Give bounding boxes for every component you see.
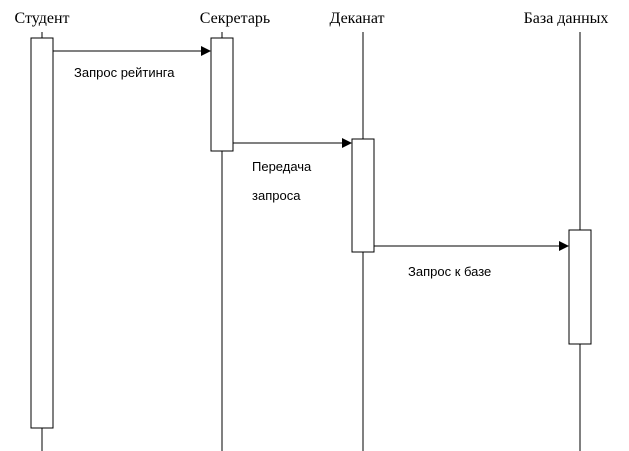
activation-secretary bbox=[210, 37, 234, 152]
participant-label-secretary: Секретарь bbox=[200, 10, 270, 27]
message-label-secretary-to-dean-office-line-2: запроса bbox=[252, 188, 301, 203]
activation-database bbox=[568, 229, 592, 345]
message-label-secretary-to-dean-office-line-1: Передача bbox=[252, 159, 312, 174]
participant-label-dean-office: Деканат bbox=[329, 10, 384, 27]
arrowhead-student-to-secretary bbox=[201, 46, 211, 56]
message-label-dean-office-to-database: Запрос к базе bbox=[408, 264, 491, 279]
activation-student bbox=[30, 37, 54, 429]
message-label-student-to-secretary: Запрос рейтинга bbox=[74, 65, 175, 80]
arrowhead-secretary-to-dean-office bbox=[342, 138, 352, 148]
participant-label-database: База данных bbox=[524, 10, 609, 27]
participant-label-student: Студент bbox=[14, 10, 69, 27]
arrowhead-dean-office-to-database bbox=[559, 241, 569, 251]
activation-dean-office bbox=[351, 138, 375, 253]
